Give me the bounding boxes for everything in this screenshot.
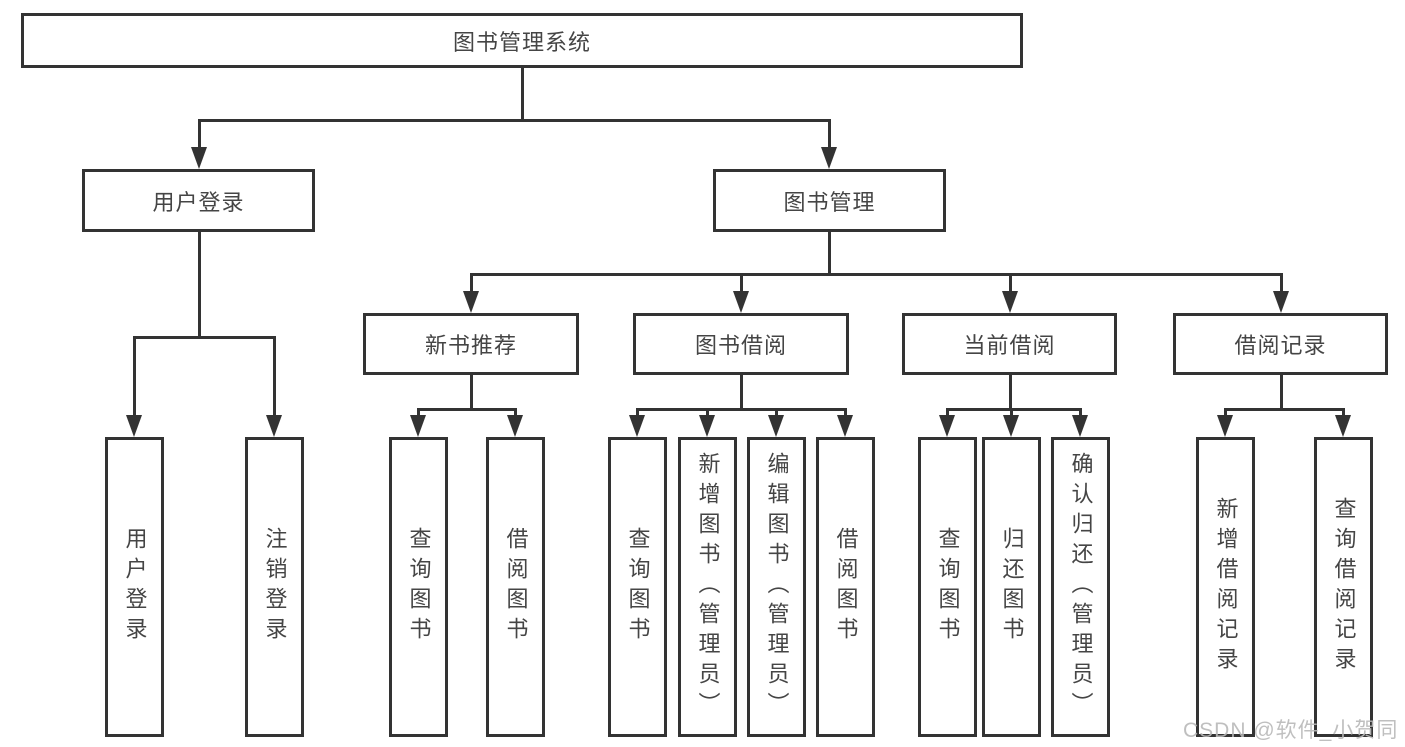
connector-line bbox=[828, 232, 831, 276]
node-book-borrow: 图书借阅 bbox=[633, 313, 849, 375]
arrow-down-icon bbox=[507, 415, 523, 437]
connector-line bbox=[740, 273, 743, 291]
leaf-label: 借阅图书 bbox=[833, 527, 859, 647]
leaf-borrow-books-recommend: 借阅图书 bbox=[486, 437, 545, 737]
connector-line bbox=[470, 375, 473, 408]
arrow-down-icon bbox=[939, 415, 955, 437]
connector-line bbox=[273, 336, 276, 415]
connector-line bbox=[198, 119, 201, 147]
arrow-down-icon bbox=[1002, 291, 1018, 313]
leaf-add-book-admin: 新增图书（管理员） bbox=[678, 437, 737, 737]
leaf-label: 新增借阅记录 bbox=[1213, 497, 1239, 677]
node-root-label: 图书管理系统 bbox=[452, 29, 591, 55]
arrow-down-icon bbox=[1003, 415, 1019, 437]
arrow-down-icon bbox=[768, 415, 784, 437]
connector-line bbox=[1009, 375, 1012, 408]
leaf-label: 借阅图书 bbox=[503, 527, 529, 647]
leaf-label: 查询图书 bbox=[406, 527, 432, 647]
node-label: 图书管理 bbox=[783, 189, 876, 215]
connector-line bbox=[470, 273, 1283, 276]
connector-line bbox=[1010, 408, 1013, 415]
connector-line bbox=[946, 408, 949, 415]
leaf-label: 新增图书（管理员） bbox=[695, 452, 721, 722]
arrow-down-icon bbox=[821, 147, 837, 169]
connector-line bbox=[1342, 408, 1345, 415]
arrow-down-icon bbox=[1273, 291, 1289, 313]
leaf-label: 查询借阅记录 bbox=[1331, 497, 1357, 677]
leaf-label: 用户登录 bbox=[122, 527, 148, 647]
arrow-down-icon bbox=[1217, 415, 1233, 437]
arrow-down-icon bbox=[629, 415, 645, 437]
connector-line bbox=[521, 68, 524, 120]
leaf-label: 归还图书 bbox=[999, 527, 1025, 647]
leaf-label: 确认归还（管理员） bbox=[1068, 452, 1094, 722]
connector-line bbox=[198, 119, 831, 122]
connector-line bbox=[1009, 273, 1012, 291]
connector-line bbox=[828, 119, 831, 147]
arrow-down-icon bbox=[266, 415, 282, 437]
connector-line bbox=[1079, 408, 1082, 415]
connector-line bbox=[514, 408, 517, 415]
connector-line bbox=[1224, 408, 1227, 415]
node-label: 用户登录 bbox=[152, 189, 245, 215]
arrow-down-icon bbox=[126, 415, 142, 437]
connector-line bbox=[133, 336, 276, 339]
connector-line bbox=[740, 375, 743, 408]
connector-line bbox=[775, 408, 778, 415]
arrow-down-icon bbox=[463, 291, 479, 313]
connector-line bbox=[417, 408, 420, 415]
leaf-add-borrow-record: 新增借阅记录 bbox=[1196, 437, 1255, 737]
leaf-label: 查询图书 bbox=[935, 527, 961, 647]
node-current-borrow: 当前借阅 bbox=[902, 313, 1117, 375]
leaf-label: 注销登录 bbox=[262, 527, 288, 647]
arrow-down-icon bbox=[1335, 415, 1351, 437]
arrow-down-icon bbox=[410, 415, 426, 437]
connector-line bbox=[946, 408, 1082, 411]
watermark: CSDN @软件_小贺同学 bbox=[1183, 719, 1399, 742]
leaf-borrow-books: 借阅图书 bbox=[816, 437, 875, 737]
arrow-down-icon bbox=[837, 415, 853, 437]
connector-line bbox=[1280, 375, 1283, 408]
leaf-confirm-return-admin: 确认归还（管理员） bbox=[1051, 437, 1110, 737]
leaf-logout: 注销登录 bbox=[245, 437, 304, 737]
leaf-query-books-recommend: 查询图书 bbox=[389, 437, 448, 737]
leaf-query-books-current: 查询图书 bbox=[918, 437, 977, 737]
leaf-query-borrow-record: 查询借阅记录 bbox=[1314, 437, 1373, 737]
node-book-management: 图书管理 bbox=[713, 169, 946, 232]
connector-line bbox=[1280, 273, 1283, 291]
arrow-down-icon bbox=[733, 291, 749, 313]
node-new-book-recommend: 新书推荐 bbox=[363, 313, 579, 375]
node-label: 借阅记录 bbox=[1234, 333, 1327, 358]
node-label: 图书借阅 bbox=[694, 333, 787, 358]
arrow-down-icon bbox=[191, 147, 207, 169]
leaf-label: 编辑图书（管理员） bbox=[764, 452, 790, 722]
arrow-down-icon bbox=[1072, 415, 1088, 437]
leaf-return-book: 归还图书 bbox=[982, 437, 1041, 737]
connector-line bbox=[844, 408, 847, 415]
leaf-edit-book-admin: 编辑图书（管理员） bbox=[747, 437, 806, 737]
node-root: 图书管理系统 bbox=[21, 13, 1023, 68]
connector-line bbox=[133, 336, 136, 415]
leaf-query-books-borrow: 查询图书 bbox=[608, 437, 667, 737]
leaf-user-login: 用户登录 bbox=[105, 437, 164, 737]
leaf-label: 查询图书 bbox=[625, 527, 651, 647]
connector-line bbox=[1224, 408, 1345, 411]
connector-line bbox=[198, 232, 201, 336]
connector-line bbox=[470, 273, 473, 291]
connector-line bbox=[706, 408, 709, 415]
connector-line bbox=[417, 408, 517, 411]
node-user-login: 用户登录 bbox=[82, 169, 315, 232]
connector-line bbox=[636, 408, 847, 411]
node-borrow-records: 借阅记录 bbox=[1173, 313, 1388, 375]
node-label: 当前借阅 bbox=[963, 333, 1056, 358]
connector-line bbox=[636, 408, 639, 415]
arrow-down-icon bbox=[699, 415, 715, 437]
node-label: 新书推荐 bbox=[424, 333, 517, 358]
